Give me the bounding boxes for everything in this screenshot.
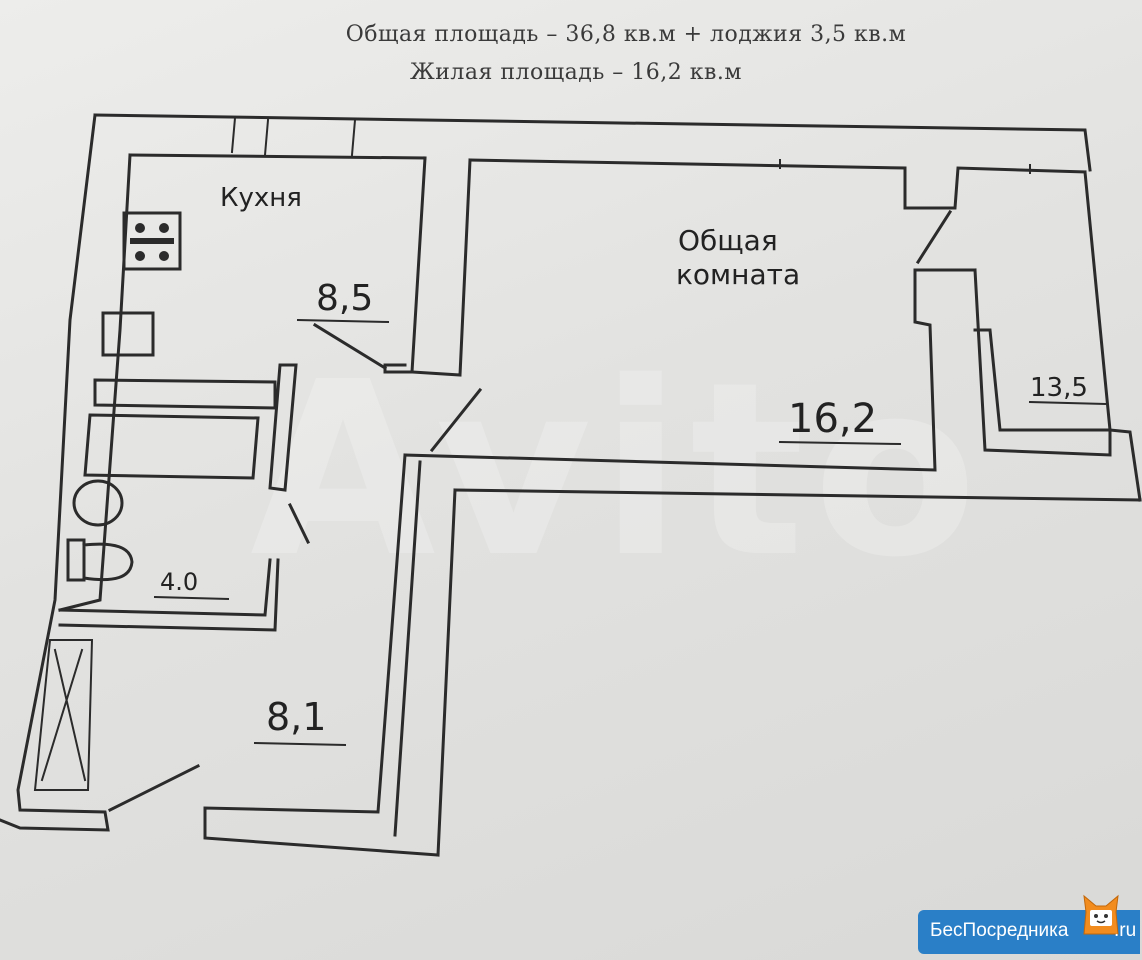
living-wall-bottom [403,268,977,472]
corridor-wall-inner [393,460,422,837]
bathroom-sink [72,479,124,527]
door-loggia [915,209,953,265]
kitchen-sink [101,311,155,357]
source-badge: БесПосредника .ru [918,894,1140,954]
living-area-underline [778,440,902,446]
bath-wall-bottom2 [58,558,280,632]
bathtub [83,413,260,480]
bath-wall-bottom [58,558,272,617]
loggia-area-label: 13,5 [1030,373,1088,403]
living-wall-top [468,158,1087,210]
living-wall-bottom-outer [453,488,1142,502]
kitchen-label: Кухня [220,183,302,213]
hallway-area-label: 8,1 [266,695,326,739]
cat-mascot-icon [1083,894,1119,935]
total-area-header: Общая площадь – 36,8 кв.м + лоджия 3,5 к… [345,22,907,47]
living-area-label: 16,2 [788,396,877,442]
window-mark-3 [779,159,1031,174]
door-living [429,387,483,453]
kitchen-area-underline [296,318,390,324]
kitchen-wall-right [383,156,427,374]
bath-partition [268,363,298,492]
bath-area-underline [153,595,230,601]
door-entry [107,763,201,813]
toilet [66,538,134,582]
loggia-outer [1083,170,1142,502]
window-mark-1 [230,116,270,157]
watermark: Avito [250,330,986,610]
loggia-area-underline [1028,400,1107,406]
door-kitchen [312,322,388,371]
outer-wall-top [93,113,1092,172]
stove [122,211,182,271]
bath-wall-top [93,378,277,410]
partition-living-left [410,158,472,377]
loggia-inner [973,268,1112,457]
outer-wall-top-inner [128,153,427,160]
hall-area-underline [253,741,347,747]
living-area-header: Жилая площадь – 16,2 кв.м [409,60,743,85]
wardrobe [33,639,94,791]
corridor-wall-outer-a [203,453,440,857]
stove-burners [130,223,174,261]
window-mark-2 [350,118,357,157]
outer-wall-left [0,113,110,832]
kitchen-area-label: 8,5 [316,278,373,319]
corridor-wall-outer-b [436,488,457,857]
living-room-label-line1: Общая [678,224,778,257]
bathroom-area-label: 4.0 [160,568,198,596]
badge-text: БесПосредника [930,920,1069,941]
badge-domain: .ru [1114,920,1137,941]
living-room-label-line2: комната [676,258,800,291]
door-bath [287,502,311,545]
